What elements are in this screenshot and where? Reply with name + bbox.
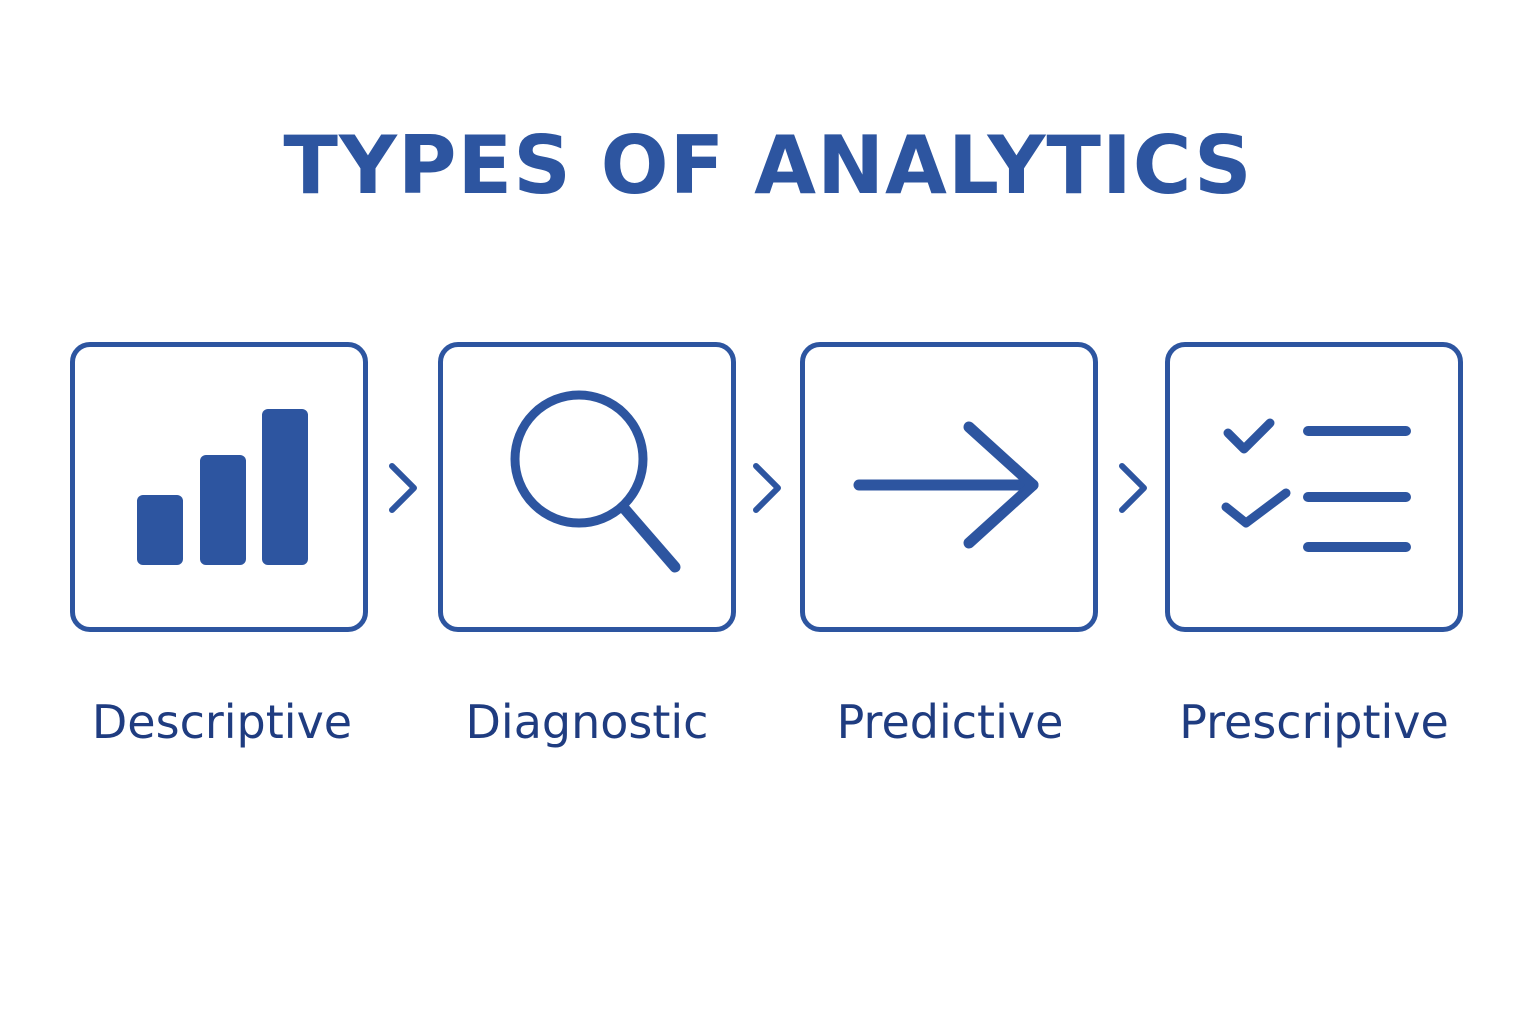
arrow-right-icon [853,421,1039,549]
step-label-diagnostic: Diagnostic [465,695,709,749]
magnifier-icon [510,390,681,573]
bar-chart-icon [137,409,308,565]
step-card-descriptive [70,342,368,632]
step-label-prescriptive: Prescriptive [1179,695,1449,749]
step-label-descriptive: Descriptive [91,695,353,749]
chevron-right-icon [389,463,417,513]
diagram-title: TYPES OF ANALYTICS [283,119,1253,212]
checklist-icon [1221,418,1411,552]
chevron-right-icon [1119,463,1147,513]
chevron-right-icon [753,463,781,513]
step-card-predictive [800,342,1098,632]
step-label-predictive: Predictive [836,695,1064,749]
step-card-diagnostic [438,342,736,632]
step-card-prescriptive [1165,342,1463,632]
